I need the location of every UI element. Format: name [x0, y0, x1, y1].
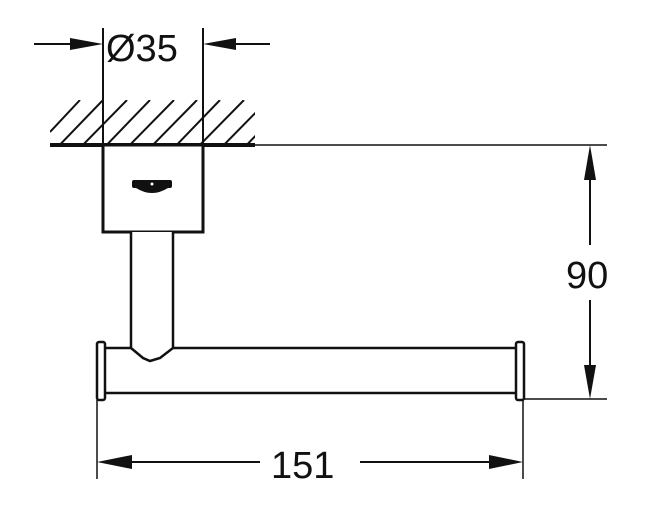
height-label: 90 [566, 255, 608, 297]
vertical-arm [129, 232, 175, 363]
height-dimension [524, 145, 607, 400]
wall-hatch [50, 100, 255, 145]
left-end-cap [95, 340, 107, 402]
right-end-cap [514, 340, 526, 402]
width-dimension [96, 400, 524, 479]
diameter-label: Ø35 [106, 28, 178, 70]
brand-logo-icon [132, 180, 172, 193]
width-label: 151 [271, 445, 334, 487]
